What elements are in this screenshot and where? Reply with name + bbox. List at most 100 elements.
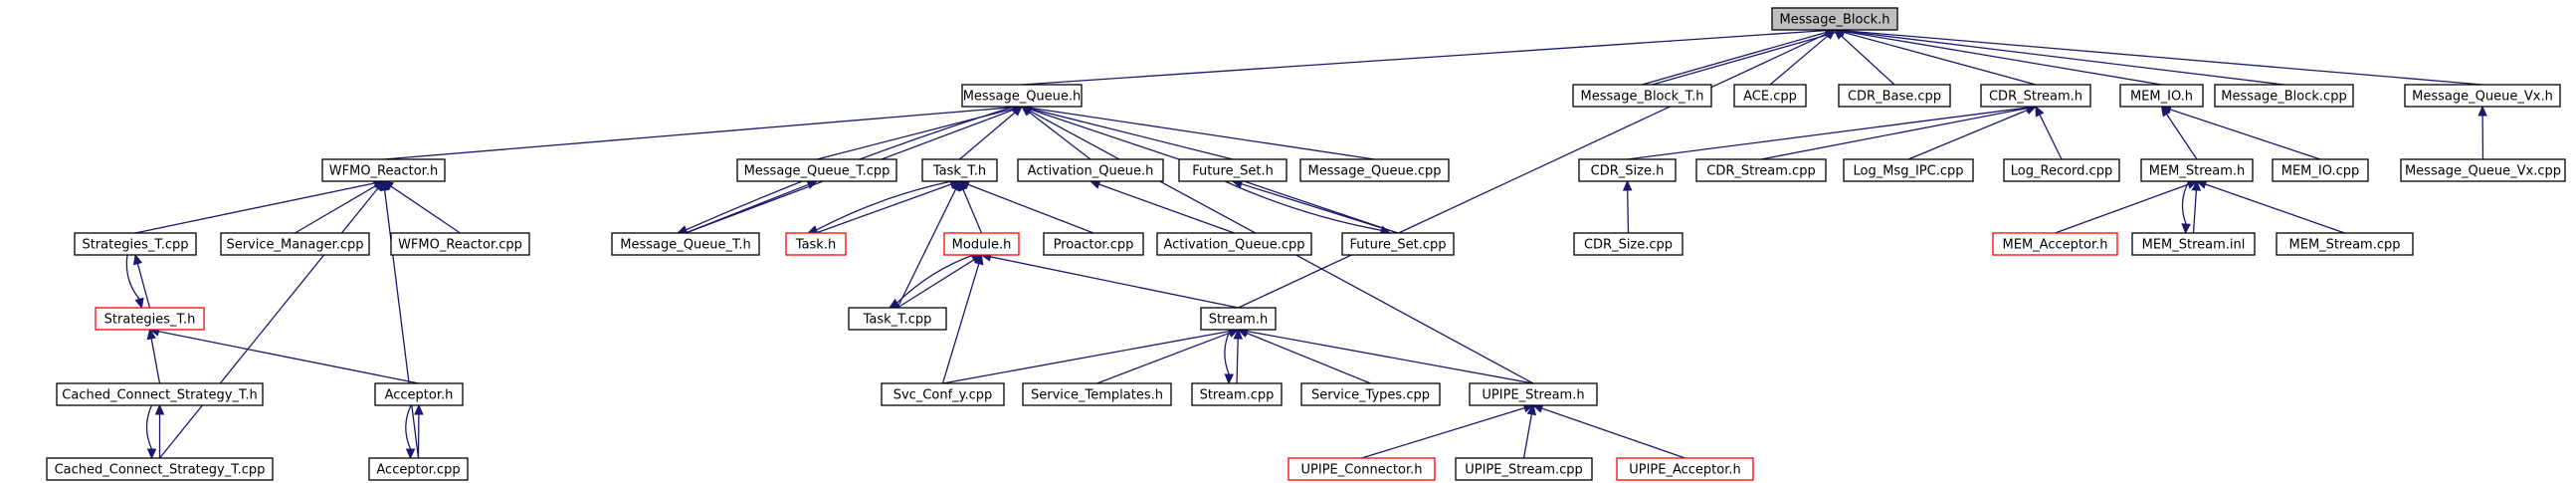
node-label: Task.h (795, 238, 836, 253)
edge-actq_cpp-to-actq_h (1098, 183, 1235, 234)
node-logrecord-cpp[interactable]: Log_Record.cpp (2003, 158, 2120, 182)
node-taskt-h[interactable]: Task_T.h (921, 158, 998, 182)
node-upipestream-h[interactable]: UPIPE_Stream.h (1469, 382, 1598, 406)
node-box (368, 457, 469, 481)
node-module-h[interactable]: Module.h (943, 232, 1020, 256)
edge-taskt_cpp-to-taskt_h (896, 188, 957, 309)
node-ace-cpp[interactable]: ACE.cpp (1733, 84, 1807, 108)
node-cdrsize-cpp[interactable]: CDR_Size.cpp (1573, 232, 1684, 256)
edge-task_h-to-taskt_h (815, 183, 952, 234)
node-box (1980, 84, 2091, 108)
node-cdrbase-cpp[interactable]: CDR_Base.cpp (1838, 84, 1951, 108)
edge-module_h-to-taskt_cpp (896, 254, 974, 304)
node-svcconf-cpp[interactable]: Svc_Conf_y.cpp (881, 382, 1005, 406)
node-mqt-cpp[interactable]: Message_Queue_T.cpp (736, 158, 897, 182)
node-cdrstream-cpp[interactable]: CDR_Stream.cpp (1695, 158, 1827, 182)
node-label: Message_Queue_Vx.cpp (2405, 164, 2561, 179)
node-acceptor-cpp[interactable]: Acceptor.cpp (368, 457, 469, 481)
node-futset-h[interactable]: Future_Set.h (1178, 158, 1288, 182)
node-label: Stream.cpp (1200, 388, 1275, 403)
node-memio-cpp[interactable]: MEM_IO.cpp (2272, 158, 2369, 182)
edge-svctempl_h-to-stream_h (1096, 332, 1231, 384)
edge-taskt_h-to-msgqueue_h (959, 112, 1016, 160)
node-upipestream-cpp[interactable]: UPIPE_Stream.cpp (1455, 457, 1593, 481)
node-acceptor-h[interactable]: Acceptor.h (374, 382, 464, 406)
node-msgqueue-cpp[interactable]: Message_Queue.cpp (1299, 158, 1450, 182)
node-mqvx-cpp[interactable]: Message_Queue_Vx.cpp (2400, 158, 2566, 182)
edge-futset_cpp-to-futset_h (1241, 183, 1399, 234)
node-svctempl-h[interactable]: Service_Templates.h (1022, 382, 1172, 406)
node-memacc-h[interactable]: MEM_Acceptor.h (1992, 232, 2118, 256)
node-svcmgr-cpp[interactable]: Service_Manager.cpp (220, 232, 370, 256)
node-box (1573, 232, 1684, 256)
edge-upipeconn_h-to-upipestream_h (1361, 407, 1525, 459)
arrowhead-acceptor_h-to-acceptor_cpp (405, 448, 416, 460)
node-label: Service_Types.cpp (1311, 388, 1430, 403)
node-upipeacc-h[interactable]: UPIPE_Acceptor.h (1616, 457, 1754, 481)
node-wfmo-cpp[interactable]: WFMO_Reactor.cpp (390, 232, 530, 256)
node-box (1578, 158, 1677, 182)
node-box (74, 232, 197, 256)
arrowhead-mqvx_cpp-to-mqvx_h (2477, 105, 2487, 117)
node-stream-cpp[interactable]: Stream.cpp (1191, 382, 1283, 406)
arrowhead-strat_h-to-strat_cpp (132, 253, 143, 266)
node-mqvx-h[interactable]: Message_Queue_Vx.h (2404, 84, 2561, 108)
node-label: WFMO_Reactor.h (329, 164, 438, 179)
node-memstream-cpp[interactable]: MEM_Stream.cpp (2276, 232, 2414, 256)
node-box (2131, 232, 2256, 256)
node-proactor-cpp[interactable]: Proactor.cpp (1043, 232, 1144, 256)
arrowhead-svcconf_cpp-to-module_h (974, 253, 984, 266)
node-strat-cpp[interactable]: Strategies_T.cpp (74, 232, 197, 256)
edge-cdrsize_h-to-cdrstream_h (1627, 107, 2028, 160)
node-strat-h[interactable]: Strategies_T.h (95, 307, 205, 331)
node-actq-h[interactable]: Activation_Queue.h (1017, 158, 1164, 182)
node-label: Proactor.cpp (1054, 238, 1134, 253)
node-box (921, 158, 998, 182)
edge-cdrbase_cpp-to-msgblock_h (1841, 35, 1895, 86)
node-box (1695, 158, 1827, 182)
node-label: MEM_Acceptor.h (2003, 238, 2108, 253)
node-wfmo-h[interactable]: WFMO_Reactor.h (321, 158, 446, 182)
node-cdrstream-h[interactable]: CDR_Stream.h (1980, 84, 2091, 108)
node-label: Strategies_T.h (104, 313, 196, 328)
node-memstream-inl[interactable]: MEM_Stream.inl (2131, 232, 2256, 256)
edge-futset_h-to-msgqueue_h (1030, 108, 1234, 160)
node-cdrsize-h[interactable]: CDR_Size.h (1578, 158, 1677, 182)
node-upipeconn-h[interactable]: UPIPE_Connector.h (1288, 457, 1436, 481)
edge-strat_h-to-strat_cpp (136, 263, 151, 309)
node-memstream-h[interactable]: MEM_Stream.h (2140, 158, 2254, 182)
node-mqt-h[interactable]: Message_Queue_T.h (611, 232, 760, 256)
node-label: Activation_Queue.h (1028, 164, 1154, 179)
node-msgblock-cpp[interactable]: Message_Block.cpp (2214, 84, 2354, 108)
node-label: MEM_Stream.cpp (2289, 238, 2401, 253)
node-task-h[interactable]: Task.h (785, 232, 847, 256)
node-ccst-cpp[interactable]: Cached_Connect_Strategy_T.cpp (46, 457, 274, 481)
node-box (881, 382, 1005, 406)
edge-module_h-to-taskt_h (962, 189, 983, 234)
node-ccst-h[interactable]: Cached_Connect_Strategy_T.h (56, 382, 264, 406)
node-label: Strategies_T.cpp (82, 238, 188, 253)
node-label: Message_Queue_T.h (620, 238, 750, 253)
node-label: WFMO_Reactor.cpp (398, 238, 522, 253)
node-actq-cpp[interactable]: Activation_Queue.cpp (1156, 232, 1312, 256)
edge-ccst_h-to-ccst_cpp (145, 404, 153, 450)
node-label: Module.h (952, 238, 1012, 253)
node-label: CDR_Size.cpp (1584, 238, 1673, 253)
node-msgqueue-h[interactable]: Message_Queue.h (961, 84, 1083, 108)
node-label: UPIPE_Connector.h (1301, 463, 1423, 478)
edge-mqvx_h-to-msgblock_h (1843, 30, 2483, 86)
node-mbt-h[interactable]: Message_Block_T.h (1572, 84, 1712, 108)
node-box (1572, 84, 1712, 108)
node-box (1469, 382, 1598, 406)
node-box (1017, 158, 1164, 182)
node-memio-h[interactable]: MEM_IO.h (2119, 84, 2204, 108)
node-svctypes-cpp[interactable]: Service_Types.cpp (1300, 382, 1441, 406)
node-logmsgipc-cpp[interactable]: Log_Msg_IPC.cpp (1843, 158, 1974, 182)
node-stream-h[interactable]: Stream.h (1200, 307, 1277, 331)
node-box (1156, 232, 1312, 256)
edge-taskt_h-to-task_h (816, 180, 952, 231)
node-label: Future_Set.cpp (1349, 238, 1446, 253)
node-taskt-cpp[interactable]: Task_T.cpp (848, 307, 947, 331)
node-msgblock-h[interactable]: Message_Block.h (1771, 7, 1898, 31)
node-futset-cpp[interactable]: Future_Set.cpp (1341, 232, 1455, 256)
